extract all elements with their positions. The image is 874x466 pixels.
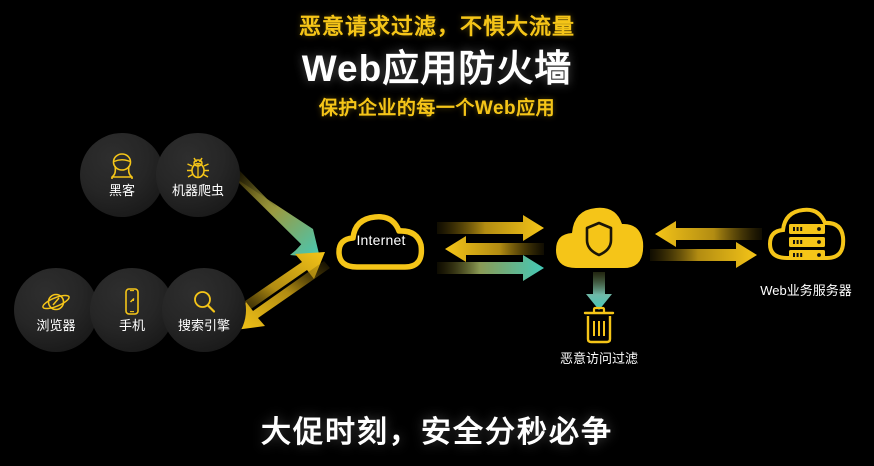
- source-label-mobile: 手机: [118, 317, 145, 333]
- footer-slogan: 大促时刻，安全分秒必争: [261, 416, 613, 449]
- search-magnifier-icon: [187, 287, 221, 317]
- trash-bin-icon[interactable]: [580, 305, 618, 345]
- internet-node[interactable]: [331, 207, 431, 273]
- tagline-top: 恶意请求过滤，不惧大流量: [298, 14, 575, 39]
- arrow-internet-to-waf-request: [437, 215, 544, 241]
- filter-label: 恶意访问过滤: [559, 351, 638, 366]
- headline-block: 恶意请求过滤，不惧大流量 Web应用防火墙 保护企业的每一个Web应用: [0, 12, 874, 123]
- arrow-waf-to-server: [650, 242, 757, 268]
- source-node-search-engine[interactable]: 搜索引擎: [162, 268, 246, 352]
- source-label-browser: 浏览器: [36, 317, 76, 333]
- arrow-internet-to-users: [235, 261, 330, 330]
- mobile-phone-icon: [115, 287, 149, 317]
- server-label: Web业务服务器: [760, 283, 852, 298]
- internet-label: Internet: [356, 232, 406, 248]
- arrow-internet-to-waf-malicious: [437, 255, 544, 281]
- arrow-waf-to-internet-response: [445, 236, 544, 262]
- browser-planet-icon: [39, 287, 73, 317]
- arrow-attack-to-internet: [232, 169, 320, 258]
- source-label-bot-crawler: 机器爬虫: [171, 182, 224, 198]
- source-node-mobile[interactable]: 手机: [90, 268, 174, 352]
- source-label-search-engine: 搜索引擎: [177, 317, 230, 333]
- source-node-hacker[interactable]: 黑客: [80, 133, 164, 217]
- page-title: Web应用防火墙: [301, 48, 573, 89]
- bug-crawler-icon: [181, 152, 215, 182]
- source-label-hacker: 黑客: [108, 182, 135, 198]
- arrow-server-to-waf: [655, 221, 762, 247]
- server-node[interactable]: [765, 204, 847, 266]
- source-node-browser[interactable]: 浏览器: [14, 268, 98, 352]
- hacker-icon: [105, 152, 139, 182]
- tagline-sub: 保护企业的每一个Web应用: [318, 98, 556, 119]
- source-node-bot-crawler[interactable]: 机器爬虫: [156, 133, 240, 217]
- waf-node[interactable]: [552, 200, 646, 274]
